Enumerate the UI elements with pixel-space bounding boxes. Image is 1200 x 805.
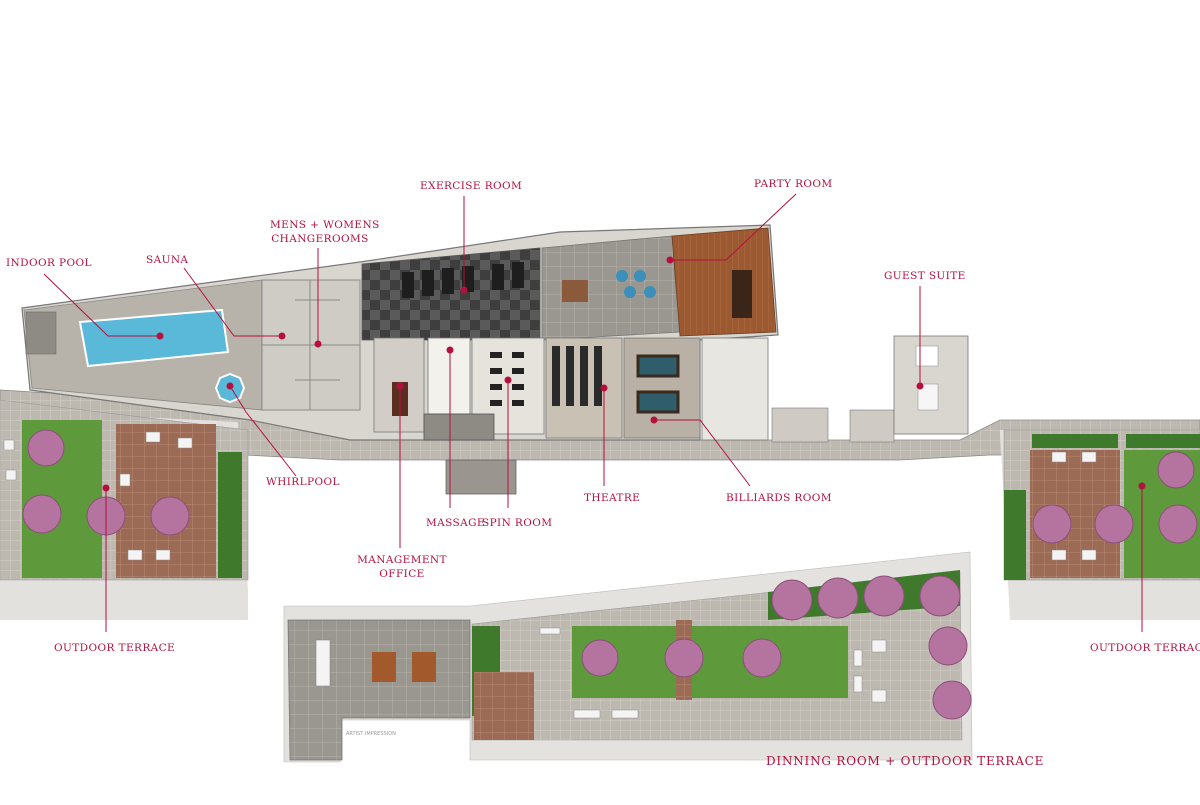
label-sauna: SAUNA bbox=[146, 254, 189, 266]
label-whirlpool: WHIRLPOOL bbox=[266, 476, 340, 488]
label-management-line2: OFFICE bbox=[379, 568, 425, 580]
label-massage: MASSAGE bbox=[426, 517, 485, 529]
label-management-office: MANAGEMENT OFFICE bbox=[352, 553, 452, 581]
dining-room bbox=[287, 619, 471, 761]
label-indoor-pool: INDOOR POOL bbox=[6, 257, 92, 269]
label-changerooms: MENS + WOMENS CHANGEROOMS bbox=[270, 218, 380, 246]
pool-stair bbox=[25, 311, 57, 355]
label-spin-room: SPIN ROOM bbox=[482, 517, 553, 529]
label-outdoor-terrace-right: OUTDOOR TERRACE bbox=[1090, 642, 1200, 654]
artist-impression-note: ARTIST IMPRESSION bbox=[346, 731, 396, 737]
label-party-room: PARTY ROOM bbox=[754, 178, 833, 190]
left-terrace bbox=[0, 399, 249, 620]
label-dining-terrace: DINNING ROOM + OUTDOOR TERRACE bbox=[766, 754, 1045, 768]
label-management-line1: MANAGEMENT bbox=[357, 554, 447, 566]
label-billiards-room: BILLIARDS ROOM bbox=[726, 492, 832, 504]
leader-dots bbox=[102, 256, 1146, 492]
label-theatre: THEATRE bbox=[584, 492, 641, 504]
label-outdoor-terrace-left: OUTDOOR TERRACE bbox=[54, 642, 176, 654]
leader-lines bbox=[43, 193, 1143, 632]
billiards-room bbox=[623, 337, 701, 439]
main-building bbox=[0, 224, 1200, 495]
service-rooms bbox=[701, 337, 769, 441]
dining-terrace bbox=[283, 551, 973, 763]
label-guest-suite: GUEST SUITE bbox=[884, 270, 966, 282]
right-terrace bbox=[1000, 429, 1200, 620]
elevator-core bbox=[423, 413, 495, 441]
label-changerooms-line2: CHANGEROOMS bbox=[271, 233, 369, 245]
party-room bbox=[671, 227, 777, 337]
label-changerooms-line1: MENS + WOMENS bbox=[270, 219, 380, 231]
label-exercise-room: EXERCISE ROOM bbox=[420, 180, 523, 192]
indoor-pool bbox=[78, 308, 230, 368]
